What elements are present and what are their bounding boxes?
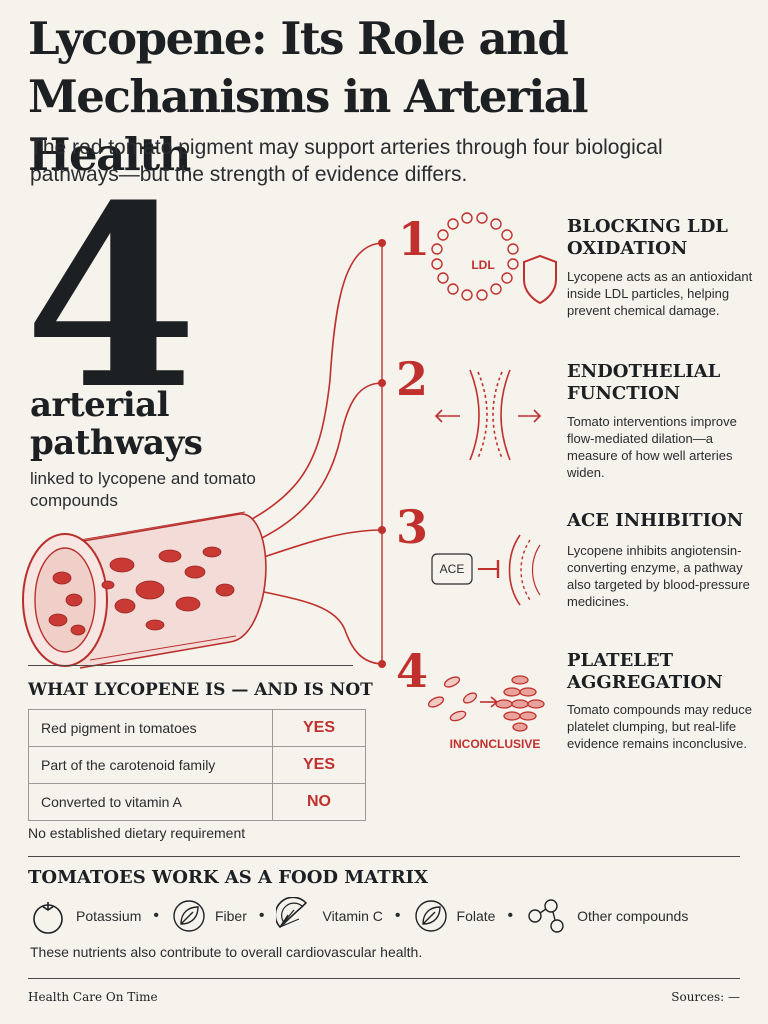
footer-brand: Health Care On Time: [28, 990, 158, 1004]
pathway-4-title-line-1: PLATELET: [567, 650, 674, 671]
nutrient-list: Potassium • Fiber • Vitamin C • Folate •: [28, 894, 748, 938]
pathway-3-description: Lycopene inhibits angiotensin-converting…: [567, 543, 750, 609]
pathway-1-title: BLOCKING LDL OXIDATION: [567, 216, 762, 260]
rail-dots: [378, 239, 386, 668]
nutrient-item: Vitamin C: [276, 897, 383, 935]
fact-statement: Part of the carotenoid family: [28, 746, 273, 784]
nutrient-item: Other compounds: [525, 896, 688, 936]
page-subtitle: The red tomato pigment may support arter…: [30, 136, 663, 186]
title-line-1: Lycopene: Its Role and: [28, 12, 569, 65]
pathway-2-description: Tomato interventions improve flow-mediat…: [567, 414, 737, 480]
footer-sources: Sources: —: [671, 990, 740, 1004]
nutrient-item: Fiber: [171, 898, 247, 934]
tomato-icon: [33, 902, 63, 934]
facts-divider: [28, 665, 353, 666]
molecule-icon: [528, 899, 564, 933]
pathway-2-title-line-2: FUNCTION: [567, 383, 681, 404]
pathway-2-number: 2: [396, 352, 429, 406]
fact-statement: Converted to vitamin A: [28, 783, 273, 821]
matrix-heading: TOMATOES WORK AS A FOOD MATRIX: [28, 867, 428, 888]
pathway-3-title: ACE INHIBITION: [567, 510, 762, 532]
fact-answer: YES: [272, 709, 366, 747]
leaf-icon: [414, 900, 447, 932]
platelet-cluster-icon: [427, 675, 545, 732]
nutrient-label: Fiber: [214, 908, 247, 924]
page-title: Lycopene: Its Role and Mechanisms in Art…: [28, 10, 758, 184]
nutrient-item: Folate: [413, 898, 496, 934]
hero-label-line-1: arterial: [30, 385, 170, 425]
nutrient-label: Other compounds: [577, 908, 689, 924]
artery-illustration: [22, 511, 267, 669]
connector-lines: [209, 242, 383, 665]
nutrient-label: Folate: [456, 908, 496, 924]
facts-note: No established dietary requirement: [28, 825, 246, 841]
facts-table: Red pigment in tomatoes YES Part of the …: [28, 709, 366, 821]
fact-answer: NO: [272, 783, 366, 821]
hero-label: arterial pathways: [30, 385, 203, 463]
pathway-2-title-line-1: ENDOTHELIAL: [567, 361, 721, 382]
separator-dot: •: [153, 907, 159, 924]
pathway-1-description: Lycopene acts as an antioxidant inside L…: [567, 269, 753, 318]
table-row: Converted to vitamin A NO: [28, 783, 366, 821]
fact-statement: Red pigment in tomatoes: [28, 709, 273, 747]
nutrient-item: Potassium: [28, 896, 141, 936]
pathway-4-title-line-2: AGGREGATION: [567, 672, 723, 693]
footer-divider: [28, 978, 740, 979]
leaf-icon: [173, 900, 205, 932]
hero-sublabel: linked to lycopene and tomato compounds: [30, 469, 256, 510]
pathway-4-description: Tomato compounds may reduce platelet clu…: [567, 702, 752, 751]
pathway-3-title-line-1: ACE INHIBITION: [567, 510, 744, 531]
separator-dot: •: [258, 907, 265, 924]
table-row: Part of the carotenoid family YES: [28, 746, 366, 784]
matrix-divider: [28, 856, 740, 857]
artery-dilation-icon: [434, 369, 542, 461]
pathway-1-number: 1: [398, 212, 431, 266]
ldl-icon-label: LDL: [471, 258, 495, 272]
separator-dot: •: [507, 907, 514, 924]
pathway-4-number: 4: [396, 644, 429, 698]
nutrient-label: Vitamin C: [322, 908, 383, 924]
table-row: Red pigment in tomatoes YES: [28, 709, 366, 747]
pathway-3-number: 3: [396, 500, 429, 554]
nutrient-label: Potassium: [76, 908, 142, 924]
pathway-1-title-line-1: BLOCKING LDL: [567, 216, 728, 237]
fact-answer: YES: [272, 746, 366, 784]
separator-dot: •: [394, 907, 401, 924]
matrix-note: These nutrients also contribute to overa…: [30, 944, 423, 960]
title-line-2: Mechanisms in Arterial Health: [28, 70, 589, 181]
ldl-shield-icon: [431, 212, 557, 305]
hero-number: 4: [24, 150, 198, 444]
pathway-2-title: ENDOTHELIAL FUNCTION: [567, 361, 762, 405]
inconclusive-label: INCONCLUSIVE: [449, 737, 541, 751]
ace-icon-label: ACE: [439, 562, 465, 576]
ace-inhibition-icon: [431, 534, 541, 606]
citrus-slice-icon: [276, 897, 308, 929]
hero-label-line-2: pathways: [30, 423, 203, 463]
facts-heading: WHAT LYCOPENE IS — AND IS NOT: [28, 680, 373, 700]
pathway-4-title: PLATELET AGGREGATION: [567, 650, 762, 694]
pathway-1-title-line-2: OXIDATION: [567, 238, 688, 259]
